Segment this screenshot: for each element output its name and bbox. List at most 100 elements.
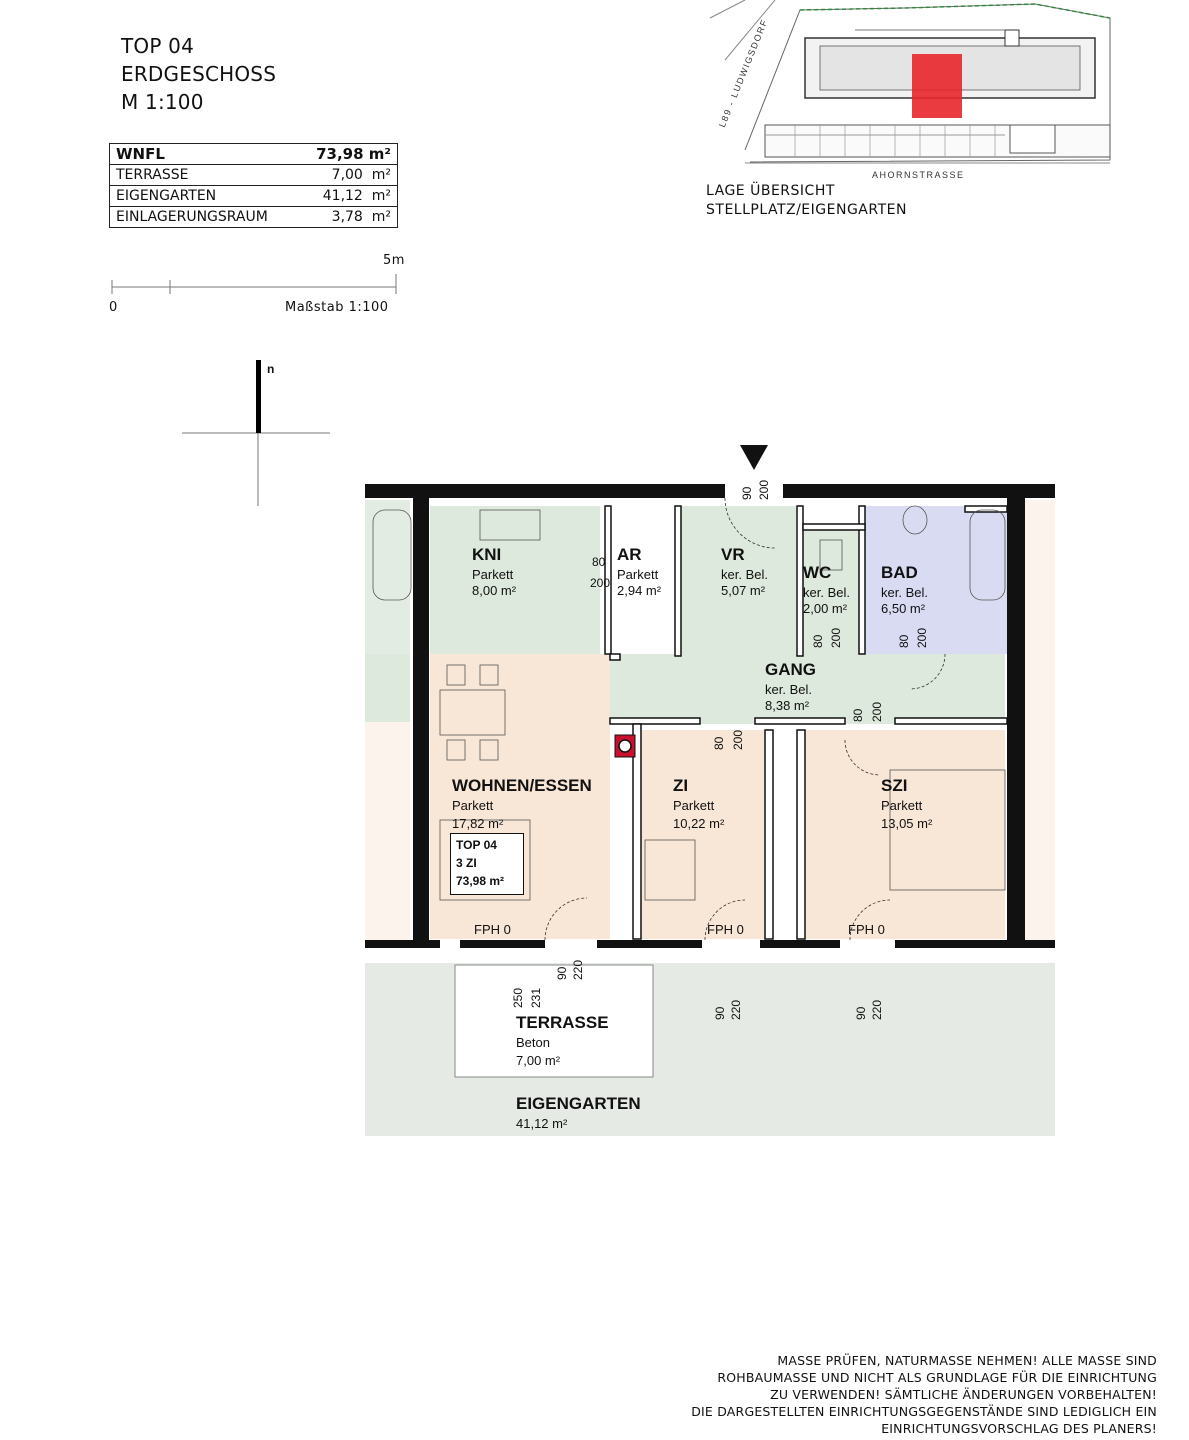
terrace-area [454,964,654,1078]
room-vr-area: 5,07 m² [721,583,766,598]
area-label: WNFL [108,143,298,165]
room-wc-name: WC [803,563,832,582]
dim-terrace-door-width: 90 [555,966,569,980]
room-vr-name: VR [721,545,745,564]
fph-label: FPH 0 [707,922,744,937]
dim-wc-width: 80 [811,634,825,648]
floor-title: ERDGESCHOSS [121,62,277,86]
dim-szi-width: 80 [851,708,865,722]
room-wohnen-floor: Parkett [452,798,494,813]
room-ar-area: 2,94 m² [617,583,662,598]
room-zi-floor: Parkett [673,798,715,813]
room-bad-area: 6,50 m² [881,601,926,616]
room-garten-area: 41,12 m² [516,1116,568,1131]
dim-wc-height: 200 [829,627,843,648]
disclaimer-line: ZU VERWENDEN! SÄMTLICHE ÄNDERUNGEN VORBE… [770,1387,1157,1402]
disclaimer: MASSE PRÜFEN, NATURMASSE NEHMEN! ALLE MA… [597,1352,1157,1437]
north-arrow-icon [182,360,330,506]
area-unit: m² [368,145,391,163]
area-label: EINLAGERUNGSRAUM [108,206,298,228]
dim-szi-window-height: 220 [870,999,884,1020]
wc-fill [803,530,865,654]
szi-fill [805,730,1005,939]
vr-fill [681,506,796,656]
fph-label: FPH 0 [474,922,511,937]
room-wc-floor: ker. Bel. [803,585,850,600]
room-bad-name: BAD [881,563,918,582]
zi-fill [640,730,765,939]
dim-zi-window-height: 220 [729,999,743,1020]
dim-zi-window-width: 90 [713,1006,727,1020]
room-wc-area: 2,00 m² [803,601,848,616]
area-unit: m² [371,167,391,183]
area-value: 41,12 [322,188,363,204]
room-vr-floor: ker. Bel. [721,567,768,582]
area-label: TERRASSE [108,164,298,186]
north-label: n [267,362,275,376]
room-kni-area: 8,00 m² [472,583,517,598]
dim-bad-height: 200 [915,627,929,648]
area-row: WNFL 73,98 m² [108,143,398,165]
gang-fill [610,654,1005,724]
site-street-bottom: AHORNSTRASSE [872,170,965,180]
scale-label: Maßstab 1:100 [285,300,389,315]
disclaimer-line: EINRICHTUNGSVORSCHLAG DES PLANERS! [881,1421,1157,1436]
site-caption-2: STELLPLATZ/EIGENGARTEN [706,202,907,218]
scale-title: M 1:100 [121,90,204,114]
dim-terrace-depth-inner: 231 [529,987,543,1008]
badge-rooms: 3 ZI [456,856,477,870]
dim-entry-height: 200 [757,479,771,500]
dim-zi-height: 200 [731,729,745,750]
area-label: EIGENGARTEN [108,185,298,207]
scale-five: 5m [383,253,405,268]
room-terrasse-name: TERRASSE [516,1013,609,1032]
dim-zi-width: 80 [712,736,726,750]
room-gang-name: GANG [765,660,816,679]
area-unit: m² [371,209,391,225]
unit-title: TOP 04 [121,34,195,58]
site-plan [705,0,1115,182]
room-bad-floor: ker. Bel. [881,585,928,600]
dim-terrace-door-height: 220 [571,959,585,980]
room-wohnen-area: 17,82 m² [452,816,504,831]
dim-terrace-depth: 250 [511,987,525,1008]
room-szi-name: SZI [881,776,908,795]
dim-ar-width: 80 [592,555,606,569]
dim-ar-height: 200 [590,576,611,590]
area-value: 73,98 [316,145,364,163]
room-zi-area: 10,22 m² [673,816,725,831]
disclaimer-line: ROHBAUMASSE UND NICHT ALS GRUNDLAGE FÜR … [717,1370,1157,1385]
area-table: WNFL 73,98 m² TERRASSE 7,00 m² EIGENGART… [108,143,398,228]
badge-area: 73,98 m² [456,874,505,888]
room-terrasse-floor: Beton [516,1035,550,1050]
area-value: 3,78 [331,209,363,225]
entry-arrow [740,445,768,470]
living-fill [430,654,610,939]
room-terrasse-area: 7,00 m² [516,1053,561,1068]
room-kni-name: KNI [472,545,502,564]
dim-szi-window-width: 90 [854,1006,868,1020]
room-szi-area: 13,05 m² [881,816,933,831]
kitchen-fill [430,506,600,654]
room-gang-floor: ker. Bel. [765,682,812,697]
scale-bar [111,274,397,294]
badge-unit: TOP 04 [456,838,497,852]
area-row: EINLAGERUNGSRAUM 3,78 m² [108,206,398,228]
room-ar-name: AR [617,545,642,564]
fph-label: FPH 0 [848,922,885,937]
area-row: TERRASSE 7,00 m² [108,164,398,186]
disclaimer-line: MASSE PRÜFEN, NATURMASSE NEHMEN! ALLE MA… [777,1353,1157,1368]
dim-entry-width: 90 [740,486,754,500]
room-gang-area: 8,38 m² [765,698,810,713]
area-row: EIGENGARTEN 41,12 m² [108,185,398,207]
dim-bad-width: 80 [897,634,911,648]
area-unit: m² [371,188,391,204]
room-szi-floor: Parkett [881,798,923,813]
unit-badge: TOP 04 3 ZI 73,98 m² [450,833,524,895]
dim-szi-height: 200 [870,701,884,722]
room-zi-name: ZI [673,776,689,795]
area-value: 7,00 [331,167,363,183]
bath-fill [865,506,1007,654]
room-wohnen-name: WOHNEN/ESSEN [452,776,592,795]
scale-zero: 0 [109,300,118,315]
